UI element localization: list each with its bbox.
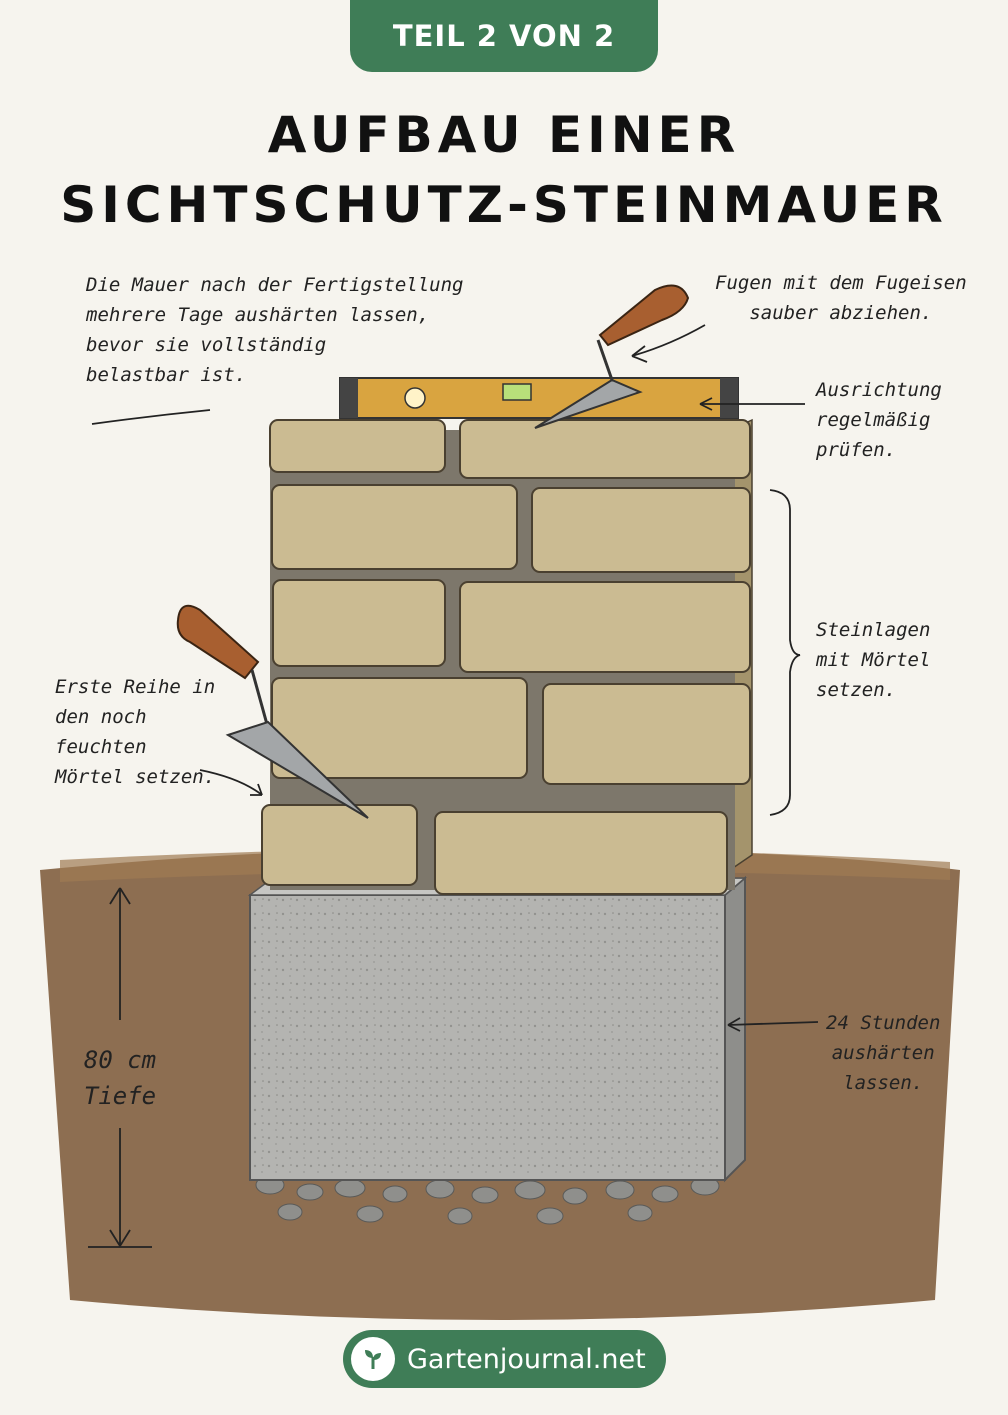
note-depth: 80 cm Tiefe	[72, 1042, 168, 1114]
note-joints-line: Fugen mit dem Fugeisen	[715, 272, 967, 294]
note-alignment-line: regelmäßig	[816, 409, 931, 431]
gravel-bed	[255, 1175, 720, 1225]
note-cure-foundation: 24 Stunden aushärten lassen.	[826, 1008, 940, 1098]
note-alignment-line: prüfen.	[816, 439, 897, 461]
left-trowel	[176, 604, 369, 819]
note-joints: Fugen mit dem Fugeisen sauber abziehen.	[715, 268, 967, 328]
note-cure-wall-line: bevor sie vollständig	[86, 334, 327, 356]
note-joints-line: sauber abziehen.	[749, 302, 933, 324]
note-depth-line: Tiefe	[83, 1082, 157, 1110]
note-first-row-line: Erste Reihe in	[55, 676, 216, 698]
top-trowel	[534, 284, 690, 429]
note-first-row-line: den noch	[55, 706, 147, 728]
note-alignment: Ausrichtung regelmäßig prüfen.	[816, 375, 942, 465]
footer-site-name: Gartenjournal.net	[407, 1343, 646, 1375]
note-cure-foundation-line: 24 Stunden	[826, 1012, 941, 1034]
note-cure-wall: Die Mauer nach der Fertigstellung mehrer…	[86, 270, 464, 390]
note-courses: Steinlagen mit Mörtel setzen.	[816, 615, 930, 705]
note-courses-line: setzen.	[816, 679, 897, 701]
spirit-level	[339, 377, 739, 419]
note-first-row-line: Mörtel setzen.	[55, 766, 216, 788]
footer-badge[interactable]: Gartenjournal.net	[343, 1330, 666, 1388]
note-first-row-line: feuchten	[55, 736, 147, 758]
note-first-row: Erste Reihe in den noch feuchten Mörtel …	[55, 672, 215, 792]
note-cure-foundation-line: lassen.	[843, 1072, 924, 1094]
note-cure-wall-line: Die Mauer nach der Fertigstellung	[86, 274, 464, 296]
note-cure-foundation-line: aushärten	[831, 1042, 935, 1064]
concrete-foundation	[247, 875, 748, 1183]
title-line-1: AUFBAU EINER	[267, 106, 741, 164]
stone-courses	[261, 419, 751, 895]
sprout-icon	[351, 1337, 395, 1381]
note-courses-line: Steinlagen	[816, 619, 931, 641]
annotation-lines	[88, 324, 819, 1248]
note-courses-line: mit Mörtel	[816, 649, 931, 671]
part-badge: TEIL 2 VON 2	[350, 0, 658, 72]
title-line-2: SICHTSCHUTZ-STEINMAUER	[60, 176, 948, 234]
note-alignment-line: Ausrichtung	[816, 379, 942, 401]
note-cure-wall-line: belastbar ist.	[86, 364, 247, 386]
note-cure-wall-line: mehrere Tage aushärten lassen,	[86, 304, 430, 326]
note-depth-line: 80 cm	[83, 1046, 157, 1074]
